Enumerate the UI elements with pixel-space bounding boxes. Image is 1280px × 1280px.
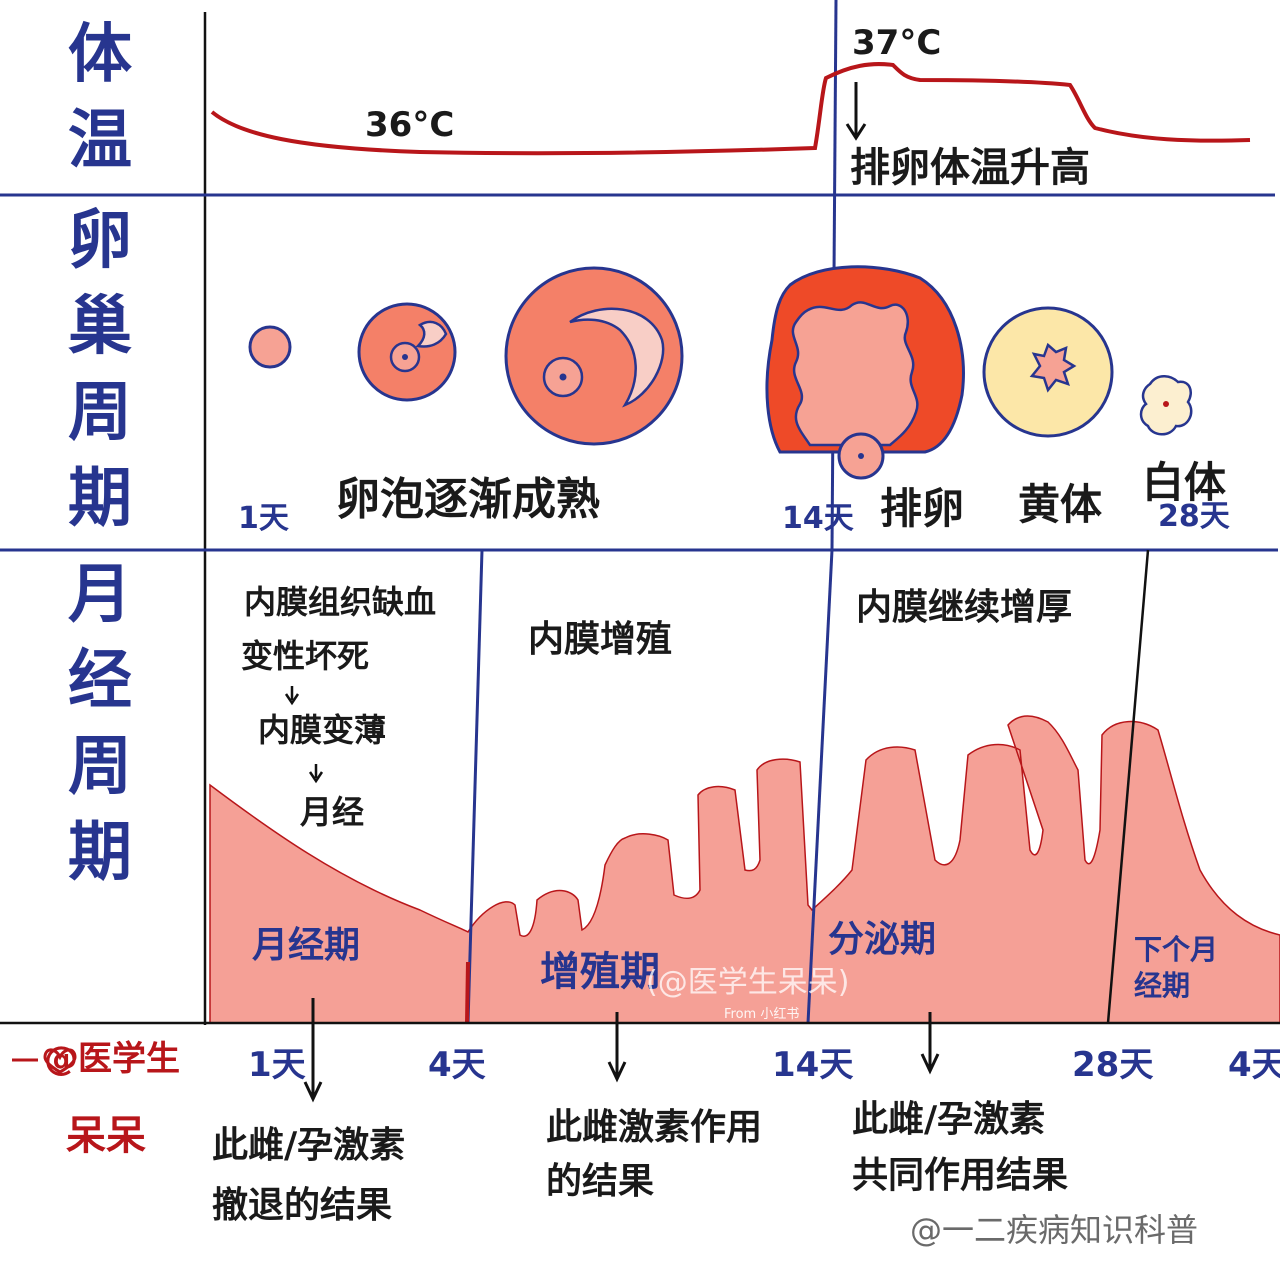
axis-day-14: 14天 — [772, 1045, 854, 1085]
follicle-maturing-label: 卵泡逐渐成熟 — [336, 474, 600, 525]
menses-step-1: 内膜组织缺血 — [243, 583, 437, 621]
arrow-proliferative — [607, 1012, 627, 1083]
ovulation-temp-arrow — [845, 82, 867, 141]
phase-menses-label: 月经期 — [252, 925, 361, 966]
menses-step-3: 内膜变薄 — [257, 711, 387, 749]
arrow-secretory — [920, 1012, 940, 1075]
note-estrogen-line1: 此雌激素作用 — [546, 1107, 763, 1148]
row-title-menstrual-cycle: 月经周期 — [68, 558, 132, 890]
author-credit-line2: 呆呆 — [66, 1113, 146, 1159]
corpus-luteum-label: 黄体 — [1018, 480, 1103, 529]
phase-next-label: 下个月经期 — [1134, 933, 1219, 1002]
ovary-day-mid: 14天 — [782, 501, 854, 536]
axis-day-last: 4天 — [1228, 1045, 1280, 1085]
menses-step-2: 变性坏死 — [240, 637, 370, 675]
menses-step-4: 月经 — [299, 793, 365, 831]
author-credit-line1: @医学生 — [44, 1039, 180, 1079]
watermark-text: (@医学生呆呆) — [646, 965, 850, 1000]
row-title-ovary-cycle: 卵巢周期 — [68, 204, 132, 536]
endometrium-shape — [209, 715, 1280, 1024]
watermark-small: From 小红书 — [724, 1007, 800, 1022]
temp-low-label: 36°C — [365, 105, 455, 145]
note-combined-line1: 此雌/孕激素 — [852, 1099, 1046, 1140]
temp-high-label: 37°C — [852, 23, 942, 63]
heart-icon — [43, 1048, 77, 1074]
axis-day-4: 4天 — [428, 1045, 486, 1085]
corpus-luteum — [982, 306, 1114, 438]
note-withdrawal-line1: 此雌/孕激素 — [212, 1125, 406, 1166]
secretory-note: 内膜继续增厚 — [856, 587, 1073, 628]
follicle-primordial — [248, 325, 292, 369]
ovary-day-start: 1天 — [238, 501, 289, 536]
phase-secretory-label: 分泌期 — [828, 919, 937, 960]
axis-day-28: 28天 — [1072, 1045, 1154, 1085]
note-withdrawal-line2: 撤退的结果 — [212, 1185, 393, 1226]
temp-rise-note: 排卵体温升高 — [850, 145, 1090, 191]
row-title-temperature: 体温 — [68, 18, 132, 178]
follicle-ruptured — [765, 265, 965, 454]
arrow-menses — [303, 998, 323, 1103]
corpus-albicans — [1139, 375, 1193, 436]
ovary-day-end: 28天 — [1158, 499, 1230, 534]
note-estrogen-line2: 的结果 — [546, 1161, 655, 1202]
corpus-albicans-label: 白体 — [1142, 458, 1227, 507]
proliferation-note: 内膜增殖 — [528, 619, 673, 660]
note-combined-line2: 共同作用结果 — [852, 1155, 1069, 1196]
platform-watermark: @一二疾病知识科普 — [910, 1211, 1199, 1249]
released-ovum — [837, 432, 885, 480]
phase-proliferative-label: 增殖期 — [540, 949, 660, 995]
follicle-growing — [357, 302, 457, 402]
temperature-curve — [210, 62, 1251, 156]
follicle-antral — [504, 266, 684, 446]
ovulation-label: 排卵 — [880, 484, 965, 533]
axis-day-1: 1天 — [248, 1045, 306, 1085]
